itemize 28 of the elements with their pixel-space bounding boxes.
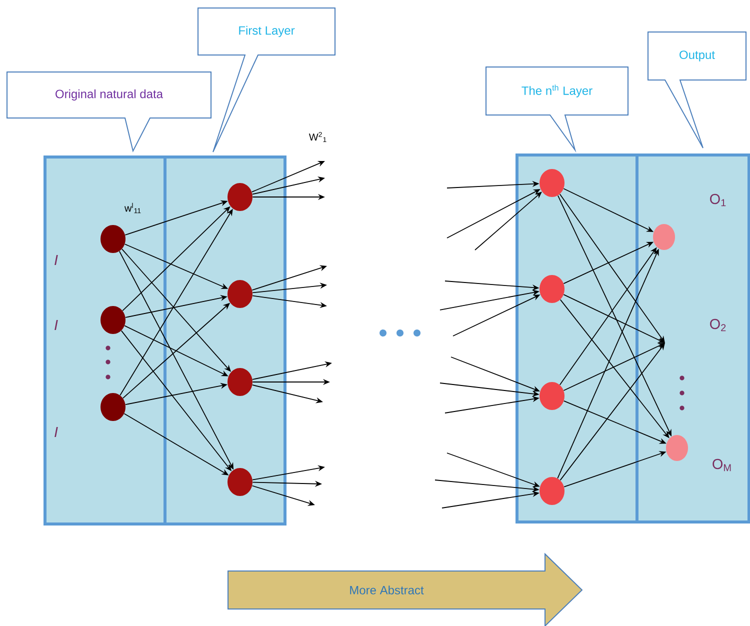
label: O$_{M}$ [712,458,731,472]
label: I [54,427,58,437]
neuron [540,382,564,410]
callout: Original natural data [6,72,212,152]
label: I [54,320,58,330]
neuron [540,275,564,303]
neuron [100,225,126,253]
neuron [228,368,252,396]
layer-panel [636,154,750,524]
neuron [228,280,252,308]
neuron [653,224,675,250]
layer-panel [164,156,286,526]
neuron [228,468,252,496]
neuron [100,306,126,334]
layer-panel [516,154,638,524]
label: O$_{2}$ [710,318,726,332]
neuron [100,393,126,421]
callout: Output [648,32,746,148]
label: O$_{1}$ [710,194,726,206]
label: I [54,255,58,265]
arrow [559,194,665,343]
layer-panel [44,156,166,526]
callout: The n$^{th}$ Layer [486,66,628,153]
neuron [666,435,688,461]
neuron [228,183,252,211]
neuron [540,477,564,505]
arrow [560,343,665,481]
neuron [540,169,564,197]
